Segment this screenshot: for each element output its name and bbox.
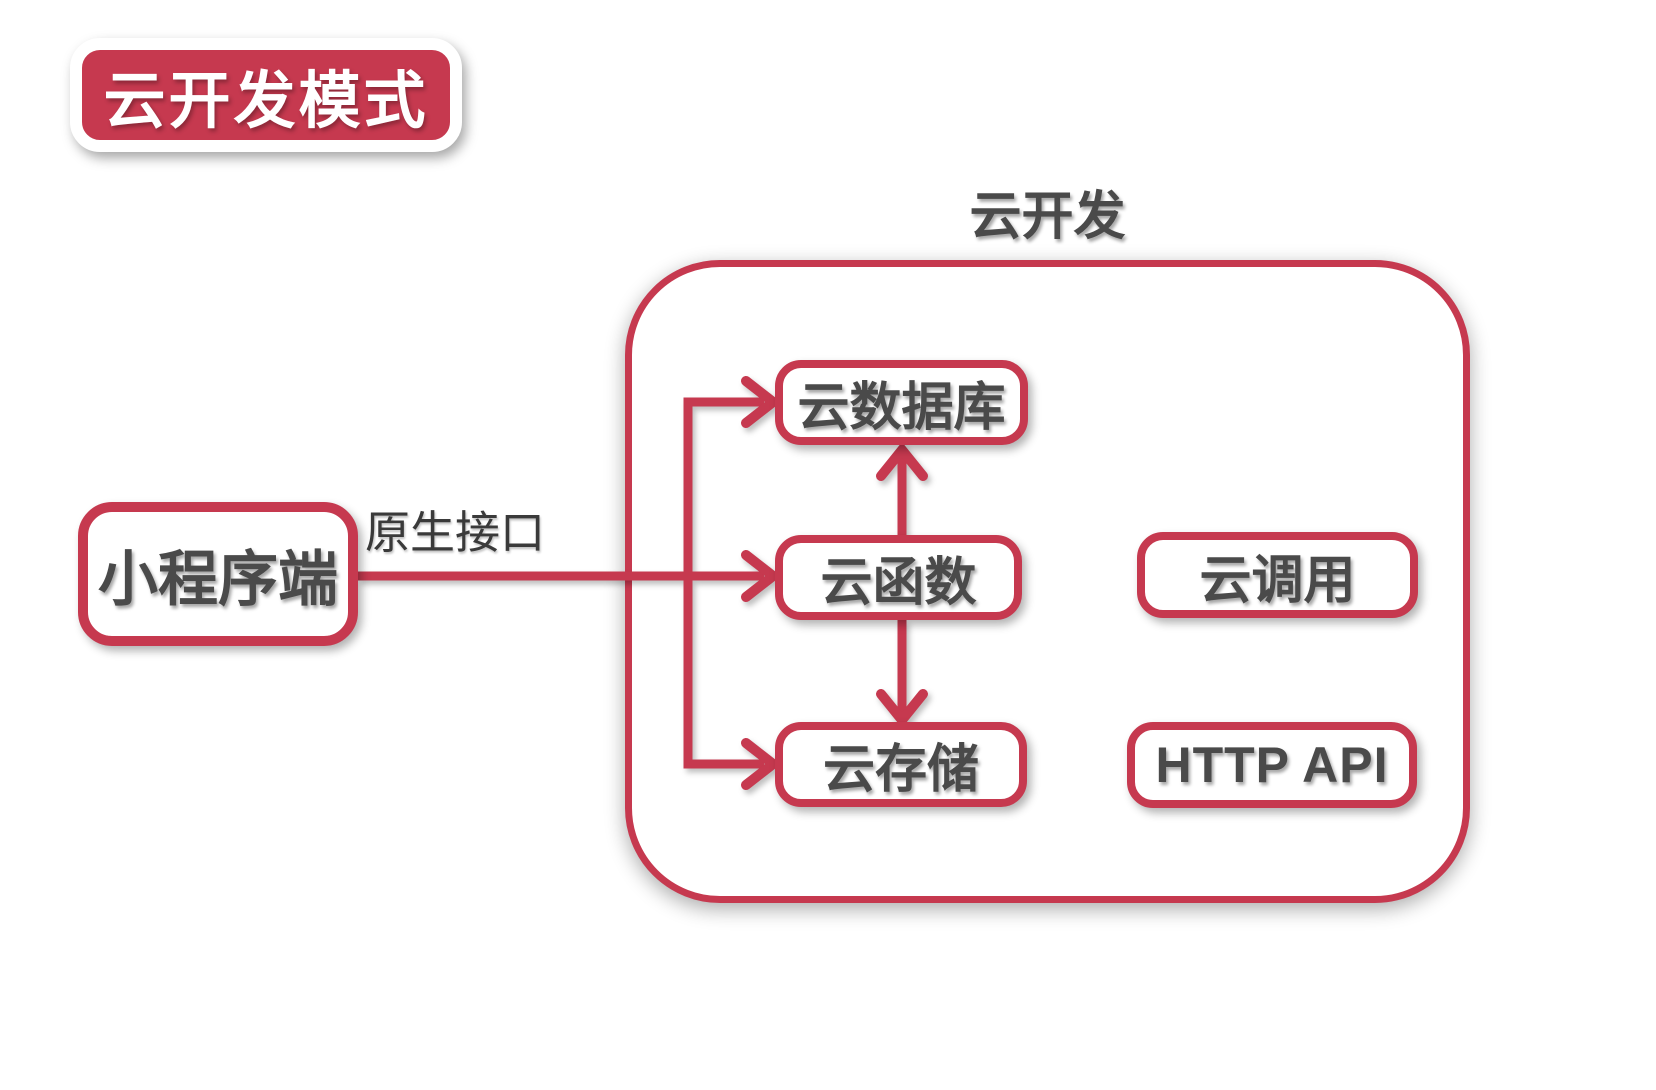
- title-badge: 云开发模式: [70, 38, 462, 152]
- title-badge-label: 云开发模式: [103, 67, 429, 136]
- arrowhead-up-db: [876, 442, 928, 481]
- arrowhead-to-storage: [741, 738, 782, 790]
- node-cloud-function-label: 云函数: [820, 554, 977, 612]
- node-cloud-database-label: 云数据库: [797, 379, 1006, 437]
- native-api-label: 原生接口: [364, 507, 545, 558]
- node-miniprogram: 小程序端: [78, 502, 358, 646]
- node-cloud-call: 云调用: [1137, 532, 1418, 618]
- cloud-container-label: 云开发: [969, 188, 1126, 246]
- node-cloud-call-label: 云调用: [1199, 551, 1356, 610]
- arrowhead-to-db: [741, 376, 782, 428]
- arrowhead-down-storage: [876, 689, 928, 728]
- arrowhead-to-fn: [741, 550, 782, 602]
- node-http-api: HTTP API: [1127, 722, 1417, 808]
- connector-branch: [683, 397, 764, 769]
- node-cloud-database: 云数据库: [775, 360, 1028, 445]
- node-cloud-storage-label: 云存储: [822, 741, 979, 799]
- node-http-api-label: HTTP API: [1155, 737, 1389, 793]
- node-cloud-function: 云函数: [775, 535, 1022, 620]
- node-miniprogram-label: 小程序端: [98, 545, 338, 613]
- node-cloud-storage: 云存储: [775, 722, 1027, 807]
